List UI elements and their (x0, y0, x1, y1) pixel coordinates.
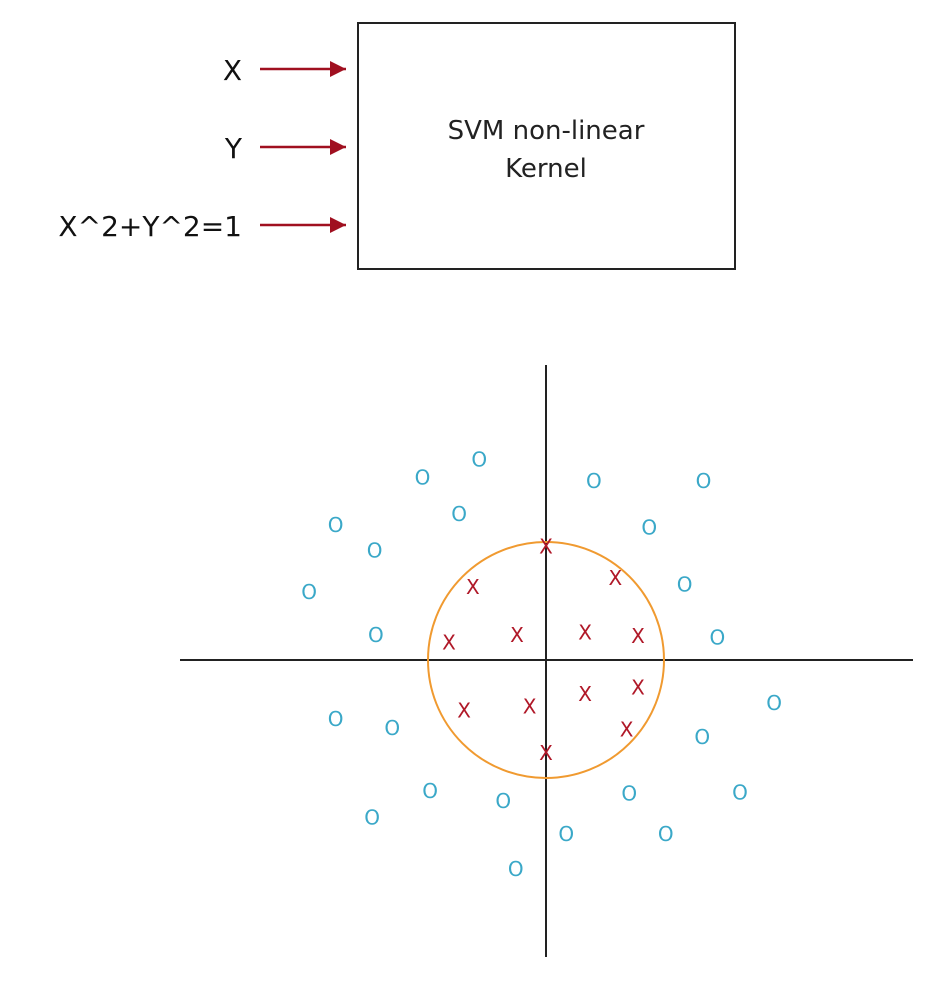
box-label-line2: Kernel (505, 154, 587, 184)
class-o-point: O (696, 469, 712, 493)
class-x-point: X (539, 535, 553, 559)
class-x-point: X (523, 695, 537, 719)
class-o-point: O (364, 806, 380, 830)
class-o-point: O (471, 448, 487, 472)
class-o-point: O (732, 780, 748, 804)
block-diagram: X Y X^2+Y^2=1 SVM non-linear Kernel (58, 22, 736, 270)
class-x-point: X (608, 566, 622, 590)
class-o-point: O (301, 580, 317, 604)
class-x-point: X (442, 630, 456, 654)
class-x-point: X (539, 741, 553, 765)
class-o-point: O (422, 779, 438, 803)
class-o-point: O (495, 789, 511, 813)
arrowhead-y (330, 139, 346, 155)
class-x-point: X (620, 717, 634, 741)
input-label-equation: X^2+Y^2=1 (58, 210, 242, 243)
class-o-point: O (367, 538, 383, 562)
class-x-point: X (466, 575, 480, 599)
class-x-point: X (578, 620, 592, 644)
class-o-point: O (586, 469, 602, 493)
class-o-point: O (415, 465, 431, 489)
class-o-point: O (641, 516, 657, 540)
class-o-point: O (677, 572, 693, 596)
class-o-point: O (508, 857, 524, 881)
class-x-point: X (510, 623, 524, 647)
box-label-line1: SVM non-linear (448, 116, 645, 146)
class-o-point: O (328, 513, 344, 537)
decision-boundary-circle (427, 541, 665, 779)
class-o-point: O (328, 707, 344, 731)
class-o-point: O (710, 625, 726, 649)
class-x-point: X (457, 698, 471, 722)
class-o-point: O (558, 822, 574, 846)
class-o-point: O (694, 725, 710, 749)
class-x-point: X (631, 676, 645, 700)
arrowhead-x (330, 61, 346, 77)
svm-kernel-box (357, 22, 736, 270)
class-o-point: O (658, 822, 674, 846)
class-o-point: O (451, 502, 467, 526)
input-label-y: Y (224, 132, 243, 165)
class-o-point: O (766, 691, 782, 715)
class-x-point: X (578, 682, 592, 706)
class-o-point: O (621, 782, 637, 806)
class-x-point: X (631, 624, 645, 648)
class-o-point: O (384, 716, 400, 740)
input-label-x: X (223, 54, 242, 87)
arrowhead-equation (330, 217, 346, 233)
class-o-point: O (368, 623, 384, 647)
